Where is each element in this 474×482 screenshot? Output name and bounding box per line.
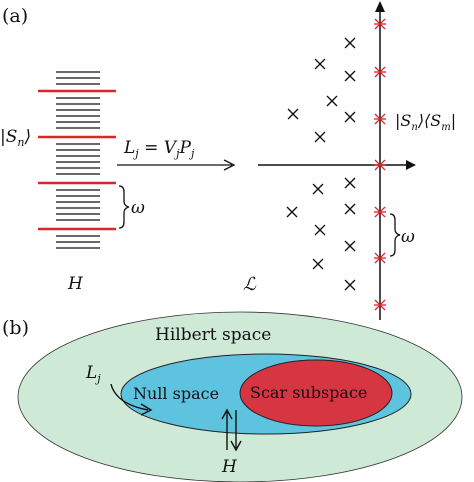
panel-a-label: (a) [2,5,28,27]
hamiltonian-label: H [67,274,84,294]
omega-label-left: ω [131,198,145,218]
scar-levels [38,89,116,231]
omega-label-right: ω [401,227,415,247]
lj-label: Lj [85,363,101,385]
liouvillian-label: ℒ [243,274,257,295]
panel-b-label: (b) [2,317,29,339]
hilbert-space-label: Hilbert space [155,325,271,345]
omega-brace-right [389,213,401,257]
lindblad-arrow [117,159,236,171]
projector-label: |Sn⟩⟨Sm| [395,111,456,133]
lj-arrow [110,383,149,411]
omega-brace-left [118,185,130,229]
lj-arrowhead [140,403,153,416]
imag-axis-arrowhead [375,1,385,12]
h-double-arrow [221,408,242,452]
state-label: |Sn⟩ [0,127,31,149]
real-axis-arrowhead [406,160,416,170]
spectrum-levels [56,71,100,249]
h-label: H [221,457,238,477]
scar-subspace-label: Scar subspace [250,383,367,402]
null-space-label: Null space [133,384,219,403]
scar-subspace-ellipse [239,359,393,427]
scar-eigenvalues [374,18,386,311]
lindblad-label: Lj = VjPj [123,138,195,160]
bulk-eigenvalues [286,37,356,291]
complex-plane-axes [258,6,412,320]
